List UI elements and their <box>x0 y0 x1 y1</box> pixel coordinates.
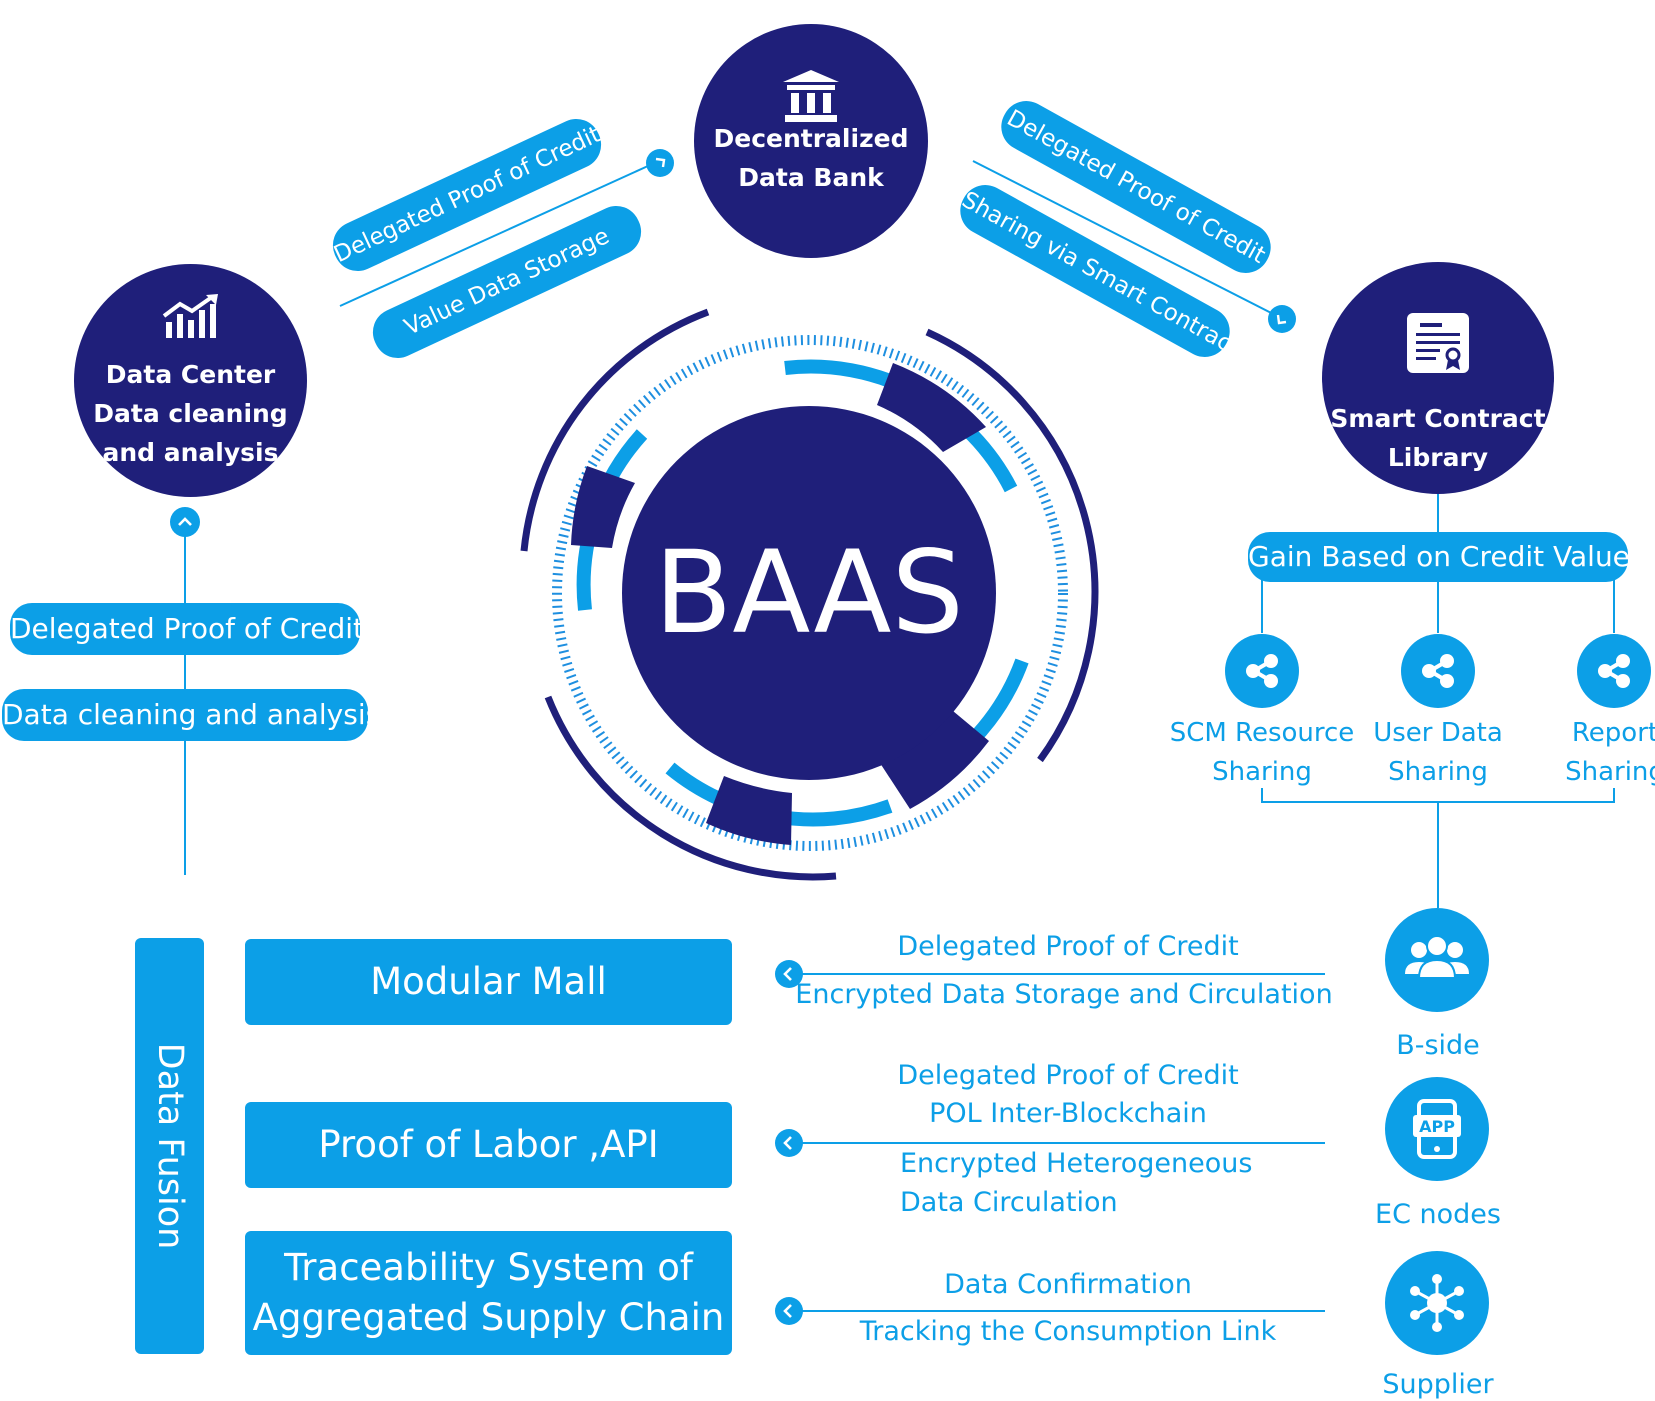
baas-core: BAAS <box>622 406 996 780</box>
participant-ec-nodes[interactable]: APP <box>1385 1077 1489 1181</box>
module-proof-of-labor[interactable]: Proof of Labor ,API <box>245 1102 732 1188</box>
chevron-left-icon <box>783 967 792 981</box>
data-center-line2: Data cleaning <box>93 399 288 428</box>
data-center-line3: and analysis <box>102 438 279 467</box>
data-center-line1: Data Center <box>105 360 276 389</box>
outer-arc-bottom <box>544 695 837 881</box>
users-group-icon <box>1405 935 1469 979</box>
flow2-above-1: Delegated Proof of Credit <box>897 1060 1239 1091</box>
navy-block-right <box>880 706 989 809</box>
flow2-above-2: POL Inter-Blockchain <box>929 1098 1207 1129</box>
flow-arrow-button-2[interactable] <box>775 1129 803 1157</box>
flow-arrow-button-1[interactable] <box>775 960 803 988</box>
data-bank-node[interactable]: Decentralized Data Bank <box>694 24 928 258</box>
right-link-line <box>972 160 1282 319</box>
participant-ec-nodes-label: EC nodes <box>1375 1199 1501 1230</box>
chevron-up-icon <box>178 517 192 526</box>
chart-growth-icon <box>162 294 218 338</box>
left-link-arrow-button[interactable] <box>646 149 674 177</box>
navy-block-bottom <box>706 776 792 845</box>
navy-block-left <box>571 466 635 548</box>
tick-ring <box>552 335 1068 851</box>
smart-contract-line1: Smart Contract <box>1330 404 1546 433</box>
sharing-node-report[interactable] <box>1577 634 1651 708</box>
data-fusion-label: Data Fusion <box>149 1042 190 1250</box>
flow2-below-1: Encrypted Heterogeneous <box>900 1148 1253 1179</box>
share-icon <box>1422 654 1454 688</box>
share-icon <box>1598 654 1630 688</box>
chevron-left-icon <box>783 1304 792 1318</box>
right-link-arrow-button[interactable] <box>1268 305 1296 333</box>
outer-arc-right <box>925 328 1099 763</box>
participant-supplier[interactable] <box>1385 1251 1489 1355</box>
data-center-up-button[interactable] <box>170 507 200 537</box>
data-bank-line1: Decentralized <box>713 124 909 153</box>
certificate-icon <box>1407 313 1469 373</box>
flow-arrow-button-3[interactable] <box>775 1297 803 1325</box>
corner-arrow-icon <box>1276 314 1287 325</box>
corner-arrow-icon <box>655 157 666 168</box>
data-center-label-2: Data cleaning and analysis <box>2 689 380 741</box>
participant-b-side-label: B-side <box>1396 1030 1480 1061</box>
flow3-below: Tracking the Consumption Link <box>859 1316 1277 1347</box>
app-phone-icon: APP <box>1413 1099 1461 1159</box>
bank-icon <box>783 70 839 122</box>
navy-block-top <box>877 363 986 452</box>
network-hub-icon <box>1410 1274 1464 1332</box>
flow2-below-2: Data Circulation <box>900 1187 1118 1218</box>
left-link-line <box>339 165 649 307</box>
data-bank-line2: Data Bank <box>738 163 884 192</box>
share-icon <box>1246 654 1278 688</box>
flow3-above: Data Confirmation <box>944 1269 1192 1300</box>
baas-label: BAAS <box>654 526 964 659</box>
outer-arc-left <box>520 308 710 552</box>
flow1-above: Delegated Proof of Credit <box>897 931 1239 962</box>
baas-rings <box>520 308 1099 881</box>
participant-supplier-label: Supplier <box>1382 1369 1494 1400</box>
data-center-label-1: Delegated Proof of Credit <box>10 603 364 655</box>
module-modular-mall[interactable]: Modular Mall <box>245 939 732 1025</box>
chevron-left-icon <box>783 1136 792 1150</box>
gain-credit-pill: Gain Based on Credit Value <box>1248 532 1630 582</box>
sharing-node-user[interactable] <box>1401 634 1475 708</box>
participant-b-side[interactable] <box>1385 908 1489 1012</box>
smart-contract-node[interactable]: Smart Contract Library <box>1322 262 1554 494</box>
svg-text:APP: APP <box>1419 1117 1455 1136</box>
sharing-node-scm[interactable] <box>1225 634 1299 708</box>
flow1-below: Encrypted Data Storage and Circulation <box>795 979 1333 1010</box>
smart-contract-line2: Library <box>1387 443 1489 472</box>
data-fusion-bar: Data Fusion <box>135 938 204 1354</box>
data-center-node[interactable]: Data Center Data cleaning and analysis <box>74 264 307 497</box>
